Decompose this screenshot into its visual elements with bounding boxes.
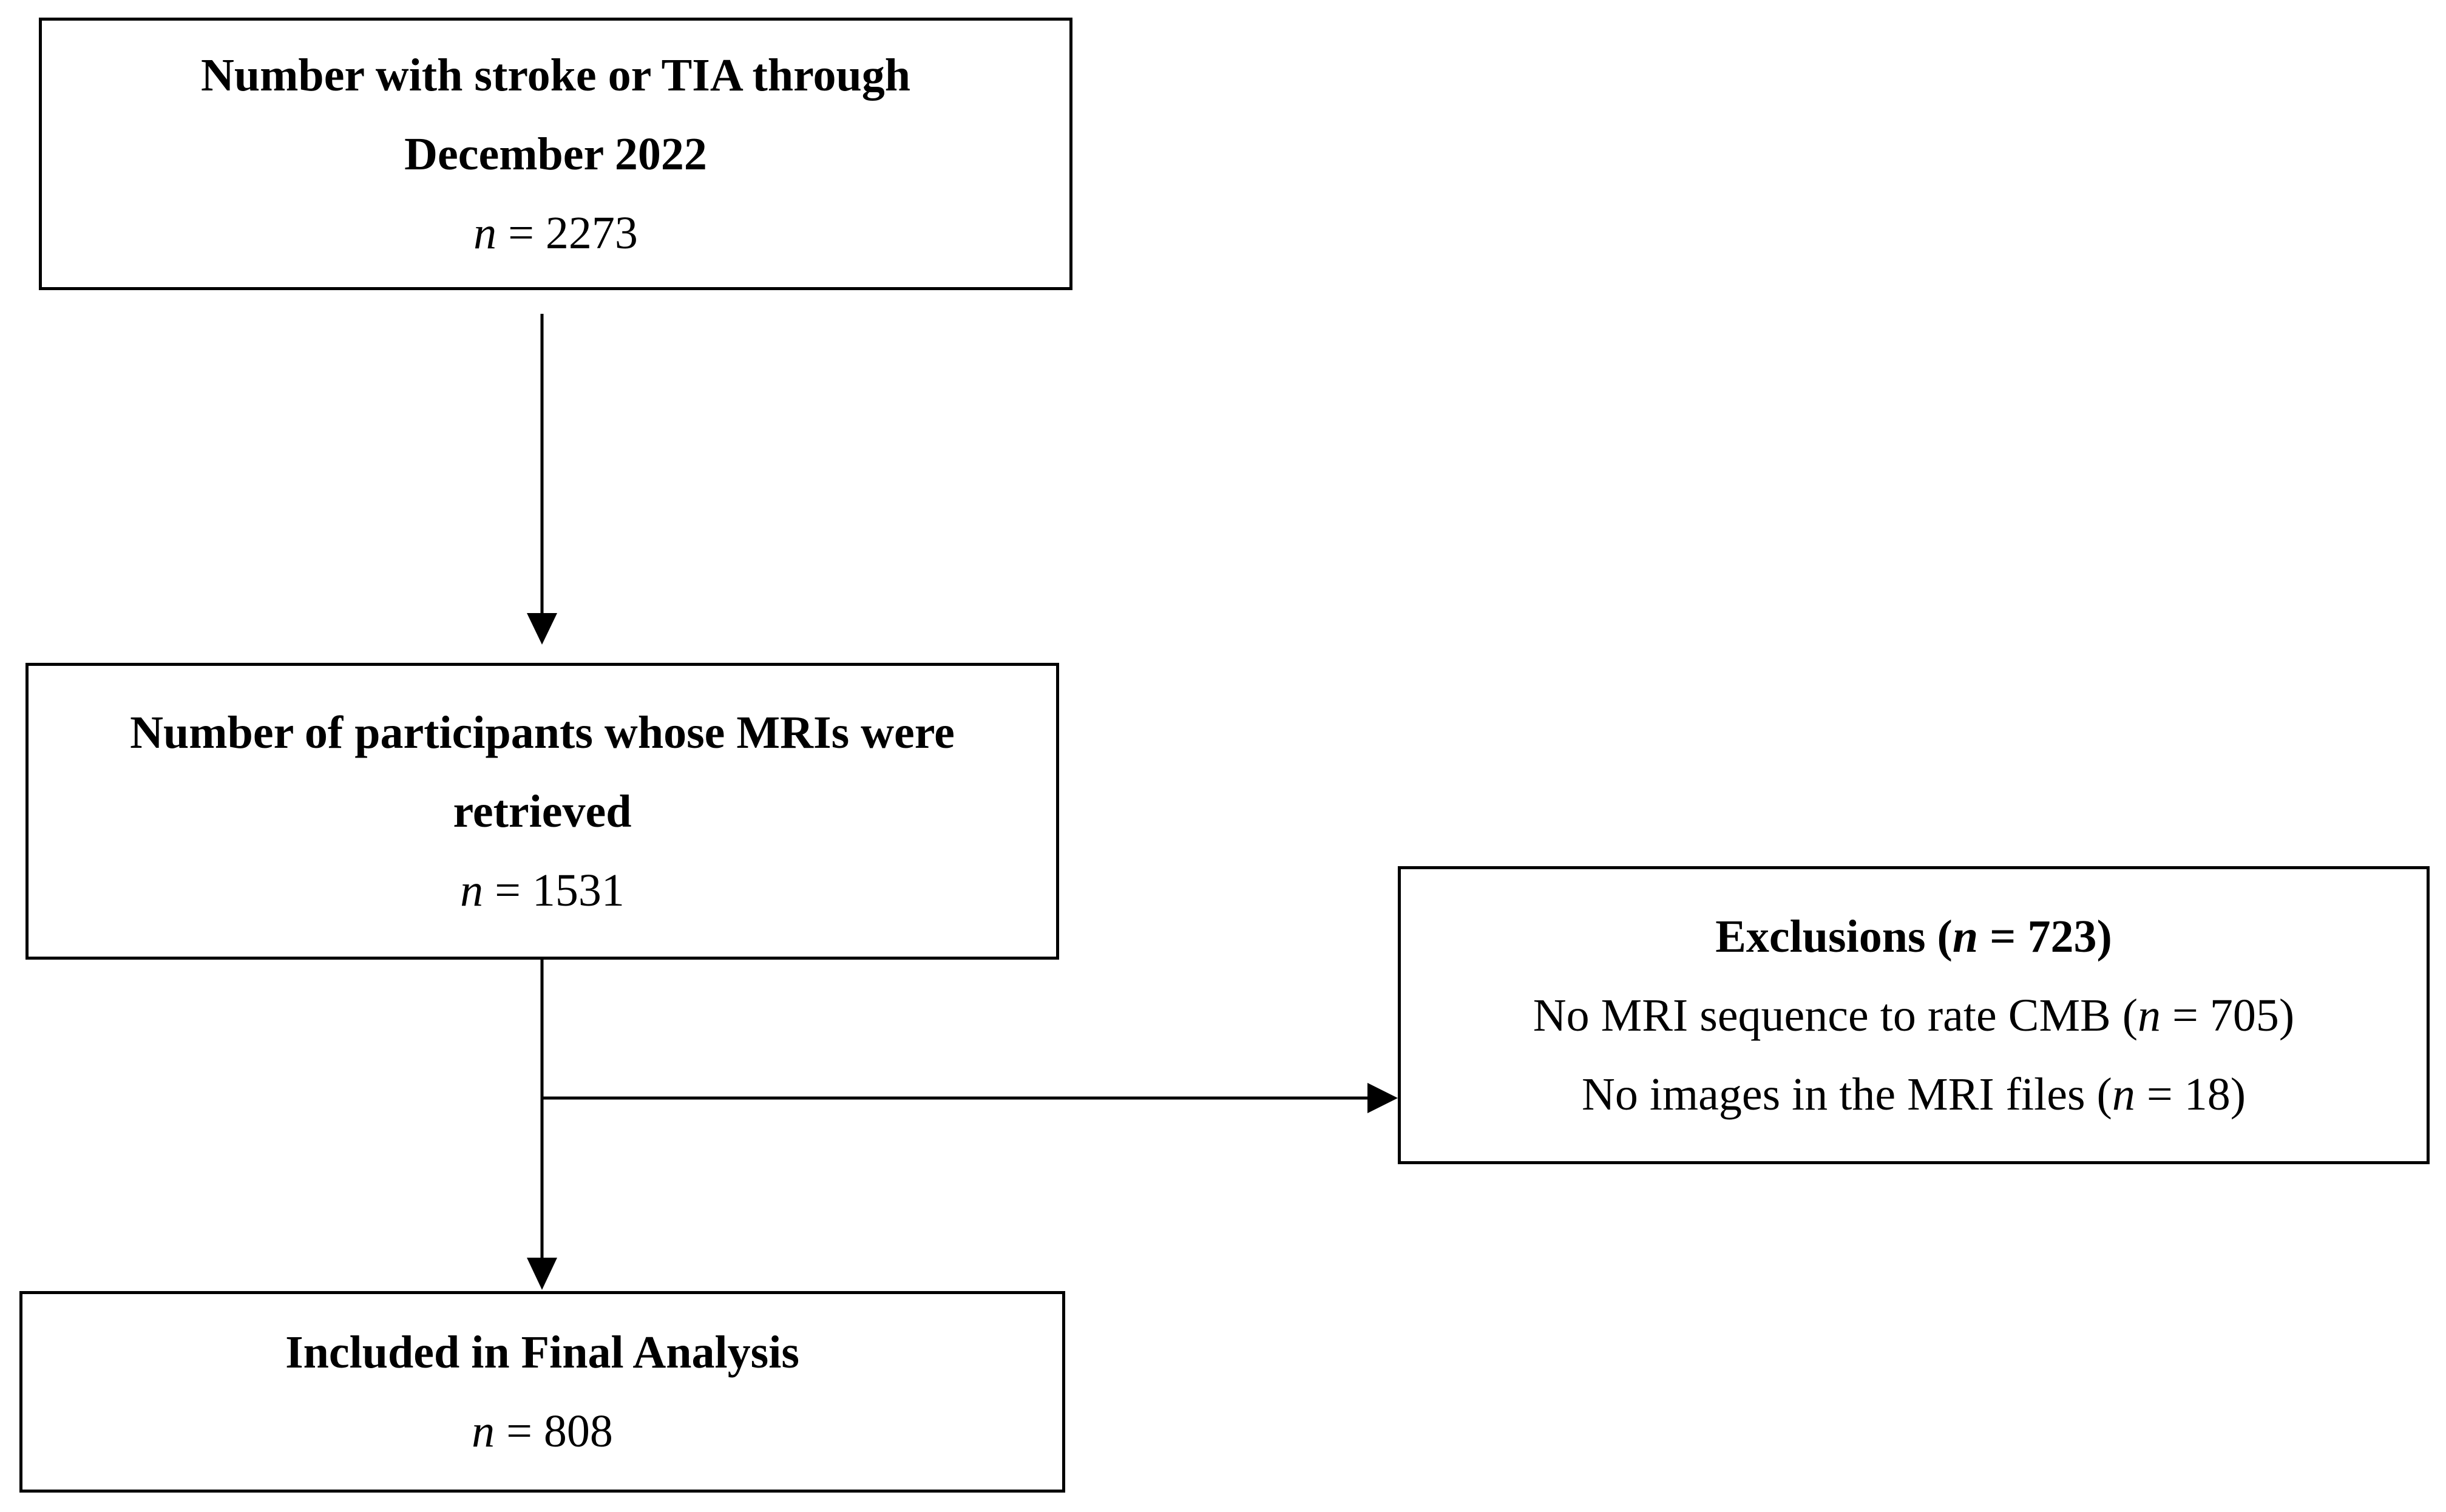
arrow-stroke-to-mri — [527, 314, 557, 645]
count-value: = 2273 — [496, 207, 638, 259]
stroke-box-title-line2: December 2022 — [404, 128, 707, 180]
count-value: = 808 — [495, 1406, 613, 1457]
mri-box-title-line1: Number of participants whose MRIs were — [130, 707, 955, 758]
reason-text: No images in the MRI files ( — [1581, 1068, 2112, 1120]
mri-box-count: n = 1531 — [460, 851, 625, 930]
exclusions-title-prefix: Exclusions ( — [1715, 910, 1953, 962]
count-value: = 1531 — [483, 864, 625, 916]
mri-box-title-line2: retrieved — [453, 785, 632, 837]
exclusion-reason-no-sequence: No MRI sequence to rate CMB (n = 705) — [1533, 976, 2294, 1055]
n-symbol: n — [2112, 1068, 2135, 1120]
box-mri-retrieved: Number of participants whose MRIs were r… — [25, 663, 1059, 960]
arrow-mri-to-final — [527, 960, 557, 1290]
stroke-box-count: n = 2273 — [473, 194, 638, 273]
n-symbol: n — [472, 1406, 495, 1457]
n-symbol: n — [2138, 989, 2161, 1041]
exclusions-title-suffix: = 723) — [1978, 910, 2112, 962]
box-final-analysis: Included in Final Analysis n = 808 — [19, 1291, 1065, 1493]
box-exclusions: Exclusions (n = 723) No MRI sequence to … — [1398, 866, 2430, 1164]
exclusion-reason-no-images: No images in the MRI files (n = 18) — [1582, 1055, 2246, 1134]
exclusions-title: Exclusions (n = 723) — [1715, 897, 2112, 976]
reason-value: = 705) — [2161, 989, 2295, 1041]
n-symbol: n — [1952, 910, 1979, 962]
stroke-box-title-line1: Number with stroke or TIA through — [200, 49, 911, 101]
arrowhead-down-icon — [527, 613, 557, 645]
reason-text: No MRI sequence to rate CMB ( — [1533, 989, 2138, 1041]
arrow-to-exclusions — [542, 1083, 1398, 1113]
arrowhead-down-icon — [527, 1258, 557, 1290]
reason-value: = 18) — [2135, 1068, 2246, 1120]
arrowhead-right-icon — [1367, 1083, 1398, 1113]
n-symbol: n — [460, 864, 484, 916]
box-stroke-or-tia: Number with stroke or TIA through Decemb… — [39, 18, 1072, 290]
final-box-title: Included in Final Analysis — [285, 1327, 799, 1378]
n-symbol: n — [473, 207, 497, 259]
final-box-count: n = 808 — [472, 1392, 613, 1471]
